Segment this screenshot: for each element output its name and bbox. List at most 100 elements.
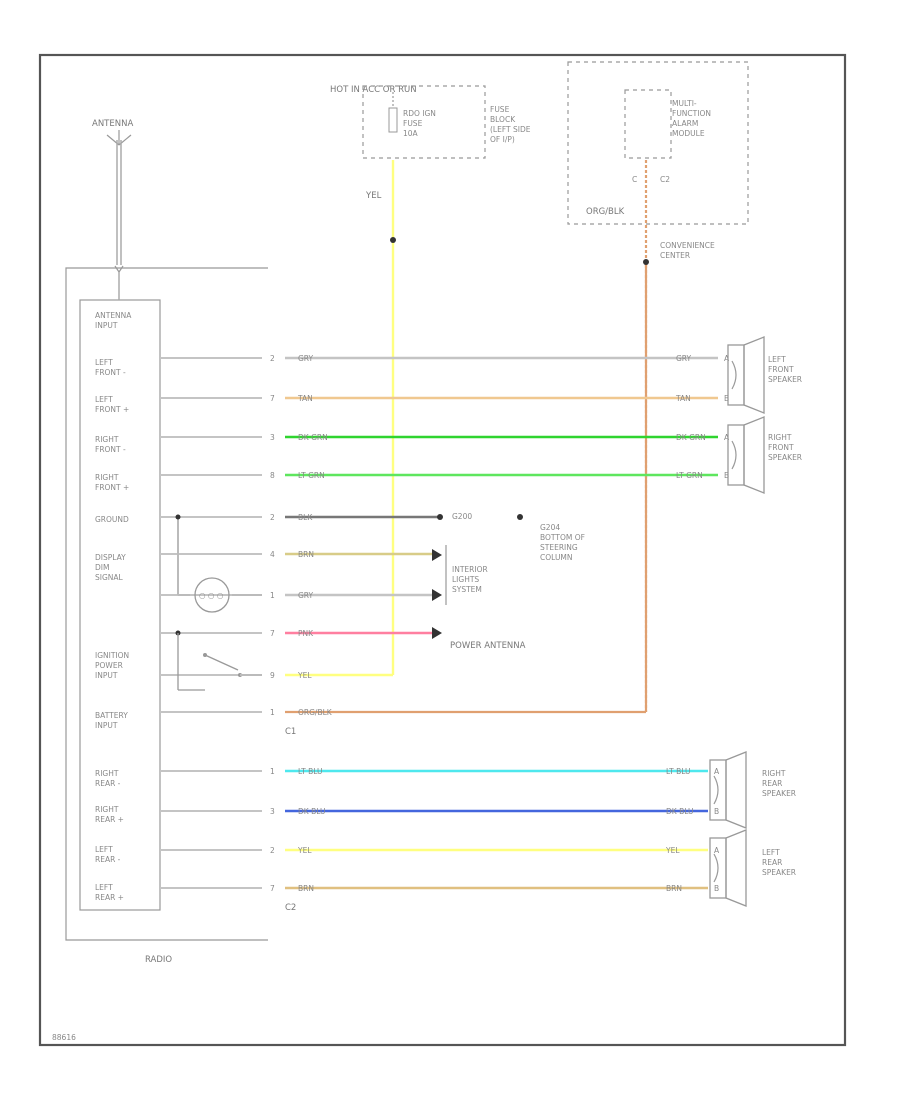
mfam-pin-label: C <box>632 175 637 184</box>
ground-icon <box>517 514 523 520</box>
speaker-icon <box>709 829 747 907</box>
wire-color-label: TAN <box>675 394 691 403</box>
radio-pin-label: DIM <box>95 563 109 572</box>
interior-lights-label: SYSTEM <box>452 585 482 594</box>
outer-frame <box>38 53 847 1047</box>
connector-pin-number: 2 <box>270 513 275 522</box>
mfam-label: MODULE <box>672 129 705 138</box>
mfam-inner-box <box>624 89 672 159</box>
convenience-center-label: CENTER <box>660 251 690 260</box>
radio-pin-label: IGNITION <box>95 651 129 660</box>
wire-color-label: DK GRN <box>298 433 328 442</box>
power-antenna-label: POWER ANTENNA <box>450 641 526 651</box>
ground-ref-label: G200 <box>452 512 472 521</box>
arrow-icon <box>432 627 442 639</box>
fuse-block-label: (LEFT SIDE <box>490 125 531 134</box>
speaker-icon <box>727 336 765 414</box>
fuse-supply-label: HOT IN ACC OR RUN <box>330 85 417 95</box>
speaker-label: FRONT <box>768 443 794 452</box>
radio-label: RADIO <box>145 955 172 965</box>
radio-pin-label: RIGHT <box>95 473 119 482</box>
antenna-label: ANTENNA <box>92 119 133 129</box>
radio-pin-label: FRONT + <box>95 405 129 414</box>
radio-outline <box>65 267 268 941</box>
convenience-center-dot <box>643 259 649 265</box>
wire-color-label: LT BLU <box>666 767 691 776</box>
radio-pin-label: ANTENNA <box>95 311 132 320</box>
connector-pin-number: 1 <box>270 591 275 600</box>
connector-pin-number: 8 <box>270 471 275 480</box>
interior-lights-label: LIGHTS <box>452 575 479 584</box>
wire-color-label: PNK <box>298 629 314 638</box>
connector-pin-number: 1 <box>270 767 275 776</box>
wire-color-label: BRN <box>666 884 682 893</box>
radio-pin-label: LEFT <box>95 395 113 404</box>
ground-location-label: BOTTOM OF <box>540 533 585 542</box>
wire-color-label: YEL <box>297 846 312 855</box>
antenna-icon <box>106 130 132 274</box>
fuse-icon <box>388 92 398 133</box>
radio-pin-label: BATTERY <box>95 711 128 720</box>
speaker-pin-label: A <box>714 846 720 855</box>
fuse-block-label: OF I/P) <box>490 135 515 144</box>
speaker-label: RIGHT <box>762 769 786 778</box>
connector-pin-number: 2 <box>270 354 275 363</box>
mfam-connector-label: C2 <box>660 175 670 184</box>
speaker-icon <box>727 416 765 494</box>
fuse-label: FUSE <box>403 119 423 128</box>
speaker-label: SPEAKER <box>768 453 802 462</box>
connector-pin-number: 7 <box>270 394 275 403</box>
radio-pin-label: FRONT - <box>95 445 126 454</box>
mfam-wire-label: ORG/BLK <box>586 207 625 217</box>
splice-dot <box>390 237 396 243</box>
speaker-pin-label: A <box>724 354 730 363</box>
radio-pin-label: POWER <box>95 661 123 670</box>
radio-pin-label: REAR + <box>95 893 124 902</box>
connector-c2-label: C2 <box>285 903 296 913</box>
radio-pin-label: REAR - <box>95 779 121 788</box>
wire-color-label: BRN <box>298 884 314 893</box>
speakers: LEFTFRONTSPEAKERRIGHTFRONTSPEAKERRIGHTRE… <box>709 336 802 907</box>
wire-color-label: DK BLU <box>666 807 694 816</box>
wire-color-label: GRY <box>298 354 314 363</box>
speaker-label: LEFT <box>768 355 786 364</box>
radio-pin-label: LEFT <box>95 845 113 854</box>
speaker-label: SPEAKER <box>762 868 796 877</box>
arrow-icon <box>432 549 442 561</box>
convenience-center-label: CONVENIENCE <box>660 241 715 250</box>
wire-color-label: YEL <box>665 846 680 855</box>
speaker-pin-label: B <box>724 394 729 403</box>
fuse-label: RDO IGN <box>403 109 436 118</box>
fuse-block-outline <box>362 85 486 159</box>
radio-pin-label: INPUT <box>95 321 118 330</box>
interior-lights-label: INTERIOR <box>452 565 488 574</box>
speaker-label: LEFT <box>762 848 780 857</box>
radio-pin-label: INPUT <box>95 671 118 680</box>
wire-color-label: LT GRN <box>676 471 703 480</box>
connector-pin-number: 4 <box>270 550 275 559</box>
connector-pin-number: 7 <box>270 629 275 638</box>
speaker-pin-label: B <box>714 807 719 816</box>
radio-pin-label: INPUT <box>95 721 118 730</box>
speaker-label: SPEAKER <box>768 375 802 384</box>
fuse-block-label: BLOCK <box>490 115 516 124</box>
speaker-label: FRONT <box>768 365 794 374</box>
radio-pin-label: SIGNAL <box>95 573 124 582</box>
mfam-outer-box <box>567 61 749 225</box>
wire-color-label: LT GRN <box>298 471 325 480</box>
radio-pin-label: FRONT + <box>95 483 129 492</box>
radio-pin-label: RIGHT <box>95 805 119 814</box>
radio-pin-label: REAR - <box>95 855 121 864</box>
speaker-pin-label: A <box>724 433 730 442</box>
speaker-label: REAR <box>762 779 782 788</box>
speaker-label: RIGHT <box>768 433 792 442</box>
diagram-id: 88616 <box>52 1033 76 1042</box>
ground-location-label: COLUMN <box>540 553 573 562</box>
mfam-label: ALARM <box>672 119 698 128</box>
ground-location-label: STEERING <box>540 543 578 552</box>
